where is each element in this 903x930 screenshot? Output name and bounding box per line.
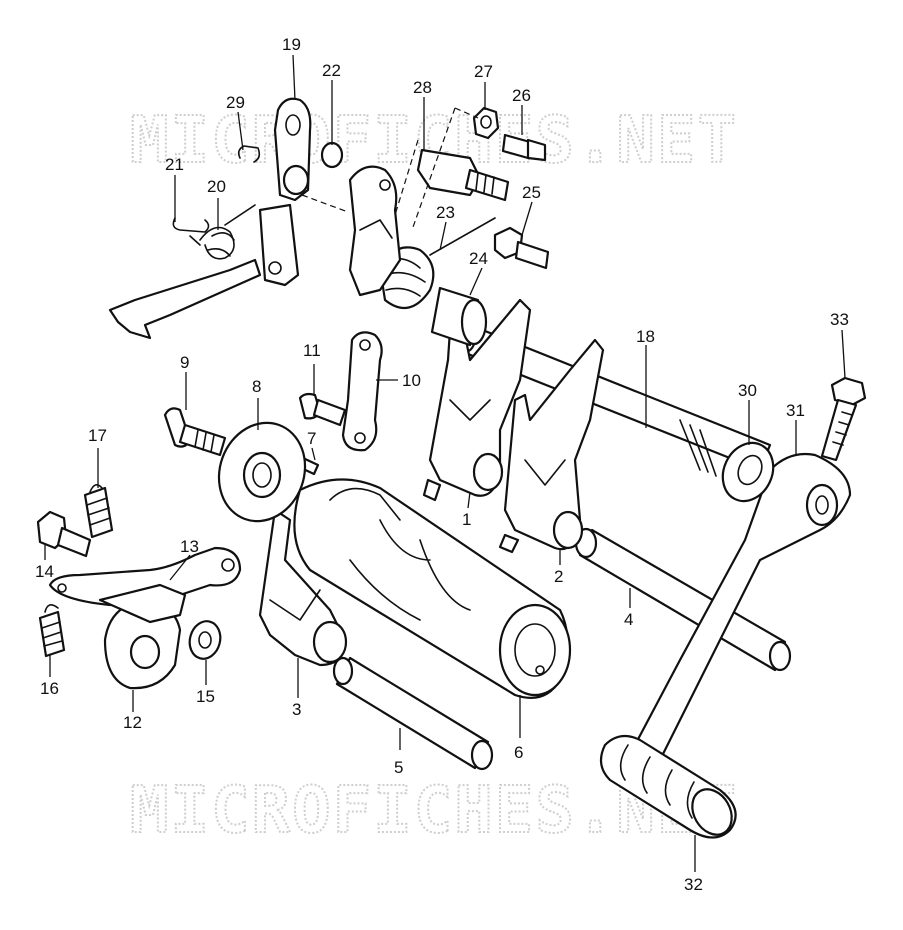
callout-9: 9 — [180, 353, 189, 372]
callout-31: 31 — [786, 401, 805, 420]
callout-21: 21 — [165, 155, 184, 174]
oil-seal-30 — [721, 441, 775, 503]
spring-16 — [38, 604, 66, 658]
callout-26: 26 — [512, 86, 531, 105]
callout-15: 15 — [196, 687, 215, 706]
callout-numbers: 1 2 3 4 5 6 7 8 9 10 11 12 13 14 15 16 1… — [35, 35, 849, 894]
shift-drum — [293, 478, 572, 699]
callout-2: 2 — [554, 567, 563, 586]
shift-fork-2 — [498, 338, 605, 554]
callout-6: 6 — [514, 743, 523, 762]
gear-shift-lever — [633, 452, 852, 767]
fork-rod-5 — [332, 656, 494, 771]
bolt-33 — [820, 376, 867, 462]
callout-1: 1 — [462, 510, 471, 529]
bolt-26 — [501, 133, 547, 162]
callout-5: 5 — [394, 758, 403, 777]
callout-3: 3 — [292, 700, 301, 719]
dash-line-3 — [454, 107, 479, 119]
callout-13: 13 — [180, 537, 199, 556]
plate-12 — [98, 583, 187, 690]
stopper-plate-10 — [341, 331, 383, 452]
clip-21 — [172, 217, 210, 233]
callout-18: 18 — [636, 327, 655, 346]
callout-24: 24 — [469, 249, 488, 268]
washer-15 — [188, 620, 222, 660]
nut-27 — [472, 106, 500, 140]
leader-lines — [44, 54, 846, 872]
cam-plate-8 — [217, 421, 307, 523]
arm-13 — [48, 546, 242, 607]
callout-28: 28 — [413, 78, 432, 97]
spring-17 — [83, 484, 114, 539]
spring-20 — [189, 204, 256, 260]
callout-4: 4 — [624, 610, 633, 629]
callout-20: 20 — [207, 177, 226, 196]
callout-30: 30 — [738, 381, 757, 400]
clip-29 — [237, 145, 261, 163]
callout-12: 12 — [123, 713, 142, 732]
callout-10: 10 — [402, 371, 421, 390]
screw-11 — [298, 392, 347, 427]
callout-8: 8 — [252, 377, 261, 396]
callout-17: 17 — [88, 426, 107, 445]
callout-29: 29 — [226, 93, 245, 112]
callout-22: 22 — [322, 61, 341, 80]
callout-19: 19 — [282, 35, 301, 54]
callout-33: 33 — [830, 310, 849, 329]
callout-23: 23 — [436, 203, 455, 222]
pawl-plate — [348, 165, 402, 297]
dash-line-2 — [411, 107, 456, 231]
bolt-28 — [416, 148, 510, 202]
callout-27: 27 — [474, 62, 493, 81]
callout-25: 25 — [522, 183, 541, 202]
callout-32: 32 — [684, 875, 703, 894]
callout-11: 11 — [303, 341, 321, 360]
collar-24 — [430, 286, 488, 347]
callout-16: 16 — [40, 679, 59, 698]
callout-7: 7 — [307, 429, 316, 448]
screw-9 — [163, 407, 227, 457]
shift-pedal-rubber — [599, 734, 737, 839]
dash-line-1 — [301, 194, 349, 213]
shift-arm-19 — [108, 97, 312, 340]
dash-line-4 — [394, 139, 419, 216]
shift-fork-3 — [258, 508, 348, 667]
washer-22 — [320, 141, 344, 169]
callout-14: 14 — [35, 562, 54, 581]
bolt-25 — [493, 226, 550, 270]
bolt-14 — [36, 510, 92, 558]
